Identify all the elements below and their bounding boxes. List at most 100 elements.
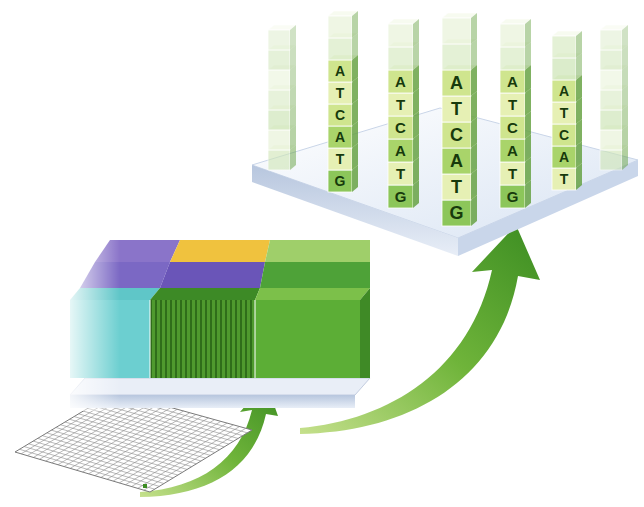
cube-front [328,60,352,82]
base-letter: T [451,100,462,118]
probe-cube [268,25,296,50]
cube-front [442,96,471,122]
cube-side [471,117,477,148]
base-letter: C [450,126,463,144]
cube-front [268,90,290,110]
grid-line [144,428,246,490]
cube-front [388,47,413,70]
cube-front [500,139,525,162]
cube-front [388,24,413,47]
cube-front [500,47,525,70]
cube-front [388,185,413,208]
cube-front [552,36,576,58]
cube-front [328,148,352,170]
cube-front [500,24,525,47]
cube-front [268,50,290,70]
grid-line [95,414,196,475]
grid-line [119,421,221,483]
base-letter: A [559,150,569,164]
grid-line [113,420,214,481]
base-letter: T [396,166,405,181]
grid-line [83,411,184,472]
grid-line [107,418,208,479]
base-letter: T [508,97,517,112]
cube-front [552,146,576,168]
cube-front [388,93,413,116]
base-letter: A [450,74,463,92]
cube-front [600,150,622,170]
probe-cube [388,19,419,47]
cube-front [500,162,525,185]
cube-side [471,91,477,122]
cube-front [268,150,290,170]
cube-front [500,93,525,116]
grid-line [125,423,227,485]
cube-front [268,130,290,150]
base-letter: A [507,143,518,158]
probe-cube [442,13,477,44]
probe-cube [500,19,531,47]
cube-front [388,70,413,93]
grid-line [89,413,190,474]
cube-front [442,18,471,44]
base-letter: A [450,152,463,170]
chip-grid [20,394,248,490]
grid-line [79,414,215,453]
probe-cube [328,11,358,38]
base-letter: C [395,120,406,135]
cube-front [552,58,576,80]
probe-columns [268,11,628,226]
cube-front [268,110,290,130]
cube-front [328,170,352,192]
cube-front [552,102,576,124]
cube-side [525,19,531,47]
cube-front [500,185,525,208]
cube-front [552,80,576,102]
cube-front [600,70,622,90]
cube-front [600,50,622,70]
grid-line [92,406,229,444]
magnified-block [60,236,370,411]
cube-front [442,44,471,70]
cube-side [622,25,628,50]
cube-front [442,174,471,200]
cube-front [328,104,352,126]
cube-front [388,139,413,162]
base-letter: C [335,108,345,122]
base-letter: G [449,204,463,222]
probe-cube [600,25,628,50]
base-letter: A [395,143,406,158]
cube-front [500,70,525,93]
cube-front [268,70,290,90]
grid-line [74,417,210,456]
base-letter: T [336,152,345,166]
cube-side [471,39,477,70]
cube-front [388,116,413,139]
grid-line [70,419,206,458]
base-letter: T [560,106,569,120]
cube-front [600,130,622,150]
base-letter: T [336,86,345,100]
grid-line [101,416,202,477]
grid-line [88,408,224,447]
chip-spot [143,484,147,488]
cube-front [552,168,576,190]
cube-front [500,116,525,139]
array-plate [252,108,638,256]
probe-cube [552,31,582,58]
grid-line [132,425,234,487]
cube-front [552,124,576,146]
grid-line [138,427,240,489]
cube-front [328,126,352,148]
base-letter: A [335,130,345,144]
cube-side [471,143,477,174]
base-letter: A [507,74,518,89]
cube-side [352,11,358,38]
base-letter: A [395,74,406,89]
cube-front [388,162,413,185]
cube-front [442,70,471,96]
cube-side [471,65,477,96]
base-letter: T [396,97,405,112]
cube-side [471,169,477,200]
